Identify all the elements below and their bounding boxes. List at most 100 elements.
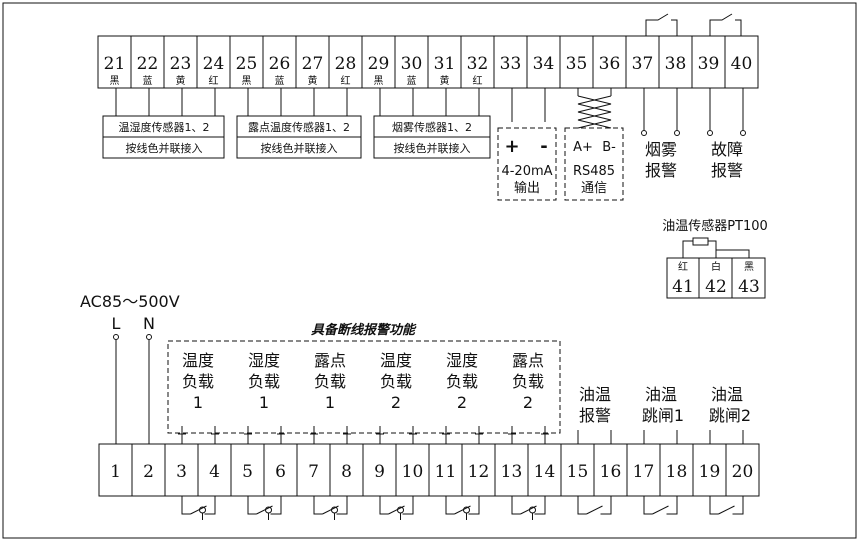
terminal-number: 17: [633, 462, 655, 482]
bottom-terminal: 13: [494, 444, 523, 496]
wire-color-label: 黑: [242, 75, 252, 87]
bottom-terminal: 15: [560, 444, 589, 496]
load-label-1: 露点: [314, 351, 346, 370]
smoke-alarm-label-2: 报警: [645, 161, 677, 180]
terminal-number: 40: [731, 54, 753, 74]
pt100-wire-color: 白: [711, 260, 721, 273]
sensor-group-note: 按线色并联接入: [126, 141, 203, 155]
power-voltage-label: AC85～500V: [80, 292, 180, 311]
terminal-number: 34: [533, 54, 555, 74]
analog-output: + - 4-20mA 输出: [497, 88, 557, 201]
analog-output-label-2: 输出: [514, 180, 540, 196]
top-terminal: 33: [493, 36, 522, 88]
bottom-terminal: 3: [164, 444, 187, 496]
load-label-2: 负载: [314, 372, 346, 391]
bottom-terminal: 6: [263, 444, 286, 496]
bottom-terminal: 9: [362, 444, 385, 496]
terminal-number: 21: [104, 54, 126, 74]
terminal-number: 6: [275, 462, 286, 482]
smoke-alarm-output: 烟雾 报警: [641, 88, 680, 180]
bottom-links: [181, 430, 744, 520]
top-terminal: 22蓝: [130, 36, 158, 88]
load-label-1: 湿度: [248, 351, 280, 370]
top-terminal: 27黄: [295, 36, 324, 88]
wire-color-label: 红: [341, 74, 351, 87]
bottom-terminal: 1: [110, 462, 121, 482]
sensor-group-smoke: 烟雾传感器1、2 按线色并联接入: [373, 115, 491, 159]
top-terminal: 39: [691, 36, 720, 88]
terminal-number: 29: [368, 54, 390, 74]
sensor-group-dew-point: 露点温度传感器1、2 按线色并联接入: [236, 115, 362, 159]
rs485-label-2: 通信: [581, 181, 607, 196]
terminal-number: 3: [176, 462, 187, 482]
terminal-number: 39: [698, 54, 720, 74]
wire-color-label: 黄: [440, 74, 450, 87]
wire-color-label: 红: [473, 74, 483, 87]
sensor-group-note: 按线色并联接入: [261, 141, 338, 155]
pt100-terminal-number: 43: [738, 277, 760, 297]
wire-color-label: 蓝: [275, 75, 285, 87]
terminal-number: 25: [236, 54, 258, 74]
top-terminal: 30蓝: [394, 36, 422, 88]
terminal-number: 26: [269, 54, 291, 74]
pt100-wire-color: 黑: [744, 261, 754, 273]
oil-relay-label-1: 油温: [645, 385, 677, 404]
load-label-2: 负载: [248, 372, 280, 391]
load-label-2: 负载: [182, 372, 214, 391]
pt100-terminal-41: 红 41: [672, 260, 694, 297]
top-terminal: 31黄: [427, 36, 456, 88]
pt100-title: 油温传感器PT100: [662, 218, 768, 234]
oil-relay-label-1: 油温: [579, 385, 611, 404]
terminal-number: 7: [308, 462, 319, 482]
sensor-groups: 温湿度传感器1、2 按线色并联接入 露点温度传感器1、2 按线色并联接入 烟雾传…: [102, 115, 491, 159]
top-terminal: 26蓝: [262, 36, 291, 88]
bottom-terminal: 18: [659, 444, 688, 496]
power-n-label: N: [143, 314, 155, 333]
bottom-contact-symbol: [577, 496, 612, 515]
bottom-terminal: 4: [197, 444, 220, 496]
top-terminal: 34: [526, 36, 555, 88]
top-terminal: 21黑: [104, 54, 126, 87]
terminal-number: 31: [434, 54, 456, 74]
top-terminal: 25黑: [229, 36, 258, 88]
pt100-wire-color: 红: [678, 260, 688, 273]
load-label-1: 湿度: [446, 351, 478, 370]
oil-temp-trip-1: 油温 跳闸1: [642, 385, 684, 425]
oil-relay-label-2: 跳闸1: [642, 406, 684, 425]
bottom-terminal: 19: [692, 444, 720, 496]
oil-relay-label-1: 油温: [711, 385, 743, 404]
terminal-number: 13: [501, 462, 523, 482]
terminal-number: 23: [170, 54, 192, 74]
oil-temp-alarm: 油温 报警: [579, 385, 611, 425]
twisted-pair-icon: [577, 95, 612, 129]
bottom-contact-symbol: [511, 496, 546, 520]
terminal-number: 18: [666, 462, 688, 482]
load-label-3: 1: [325, 393, 335, 412]
terminal-number: 15: [567, 462, 589, 482]
bottom-contact-symbol: [709, 496, 744, 515]
pt100-terminal-number: 42: [705, 277, 727, 297]
fault-alarm-label-2: 报警: [711, 161, 743, 180]
top-terminal: 38: [658, 36, 686, 88]
load-label-1: 温度: [182, 351, 214, 370]
terminal-number: 14: [534, 462, 556, 482]
rs485-port: A+ B- RS485 通信: [564, 88, 624, 201]
top-terminal: 37: [625, 36, 653, 88]
terminal-number: 33: [500, 54, 522, 74]
load-label-2: 负载: [512, 372, 544, 391]
load-label-3: 1: [193, 393, 203, 412]
pt100-terminal-43: 黑 43: [738, 261, 760, 297]
top-terminal: 29黑: [361, 36, 390, 88]
terminal-number: 27: [302, 54, 324, 74]
sensor-group-title: 烟雾传感器1、2: [392, 120, 472, 134]
sensor-group-title: 温湿度传感器1、2: [119, 120, 210, 134]
bottom-terminal: 11: [428, 444, 456, 496]
